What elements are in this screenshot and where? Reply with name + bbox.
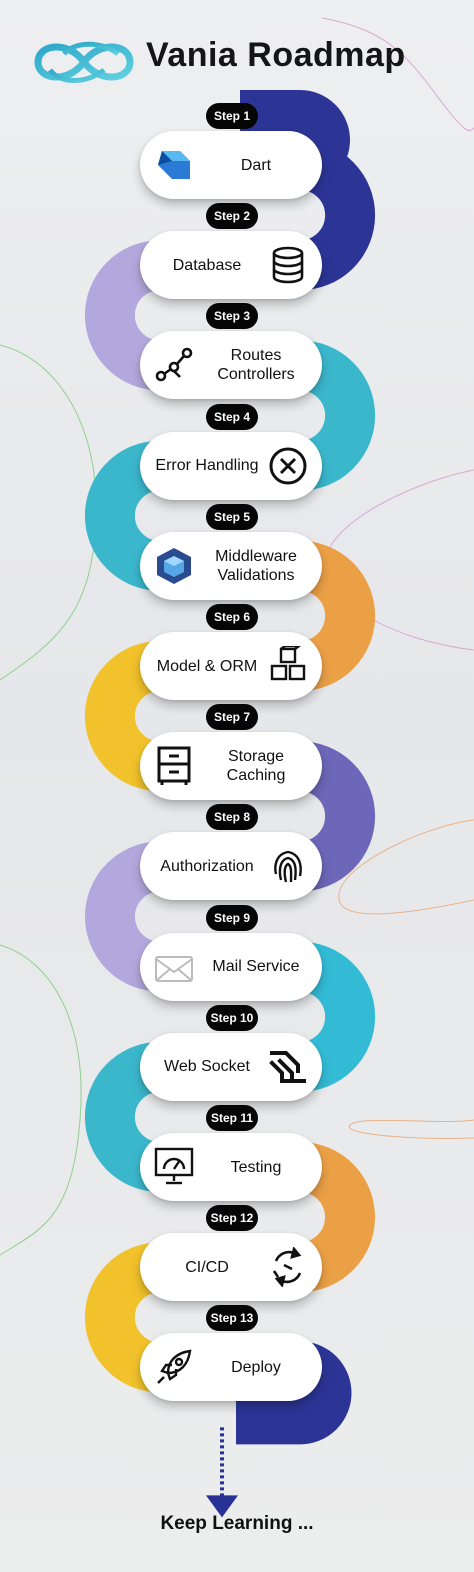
page-title: Vania Roadmap <box>146 36 406 74</box>
error-circle-x-icon <box>268 446 308 486</box>
step-card: Deploy <box>140 1333 322 1402</box>
middleware-cube-icon <box>154 546 194 586</box>
websocket-icon <box>268 1047 308 1087</box>
testing-monitor-icon <box>154 1147 194 1187</box>
step-card: Model & ORM <box>140 632 322 700</box>
routes-nodes-icon <box>154 345 194 385</box>
step-card: Web Socket <box>140 1032 322 1101</box>
step-label: Deploy <box>231 1358 281 1376</box>
mail-envelope-icon <box>154 947 194 987</box>
step-card: Testing <box>140 1133 322 1201</box>
rocket-icon <box>154 1347 194 1387</box>
step-label: Mail Service <box>212 958 300 976</box>
step-label: Dart <box>240 156 272 174</box>
step-label: Database <box>172 256 242 274</box>
storage-cabinet-icon <box>154 746 194 786</box>
keep-learning-text: Keep Learning ... <box>160 1513 314 1534</box>
step-badge: Step 10 <box>206 1004 258 1031</box>
step-card: Database <box>140 231 322 300</box>
step-badge: Step 13 <box>206 1305 258 1332</box>
step-card: Dart <box>140 131 322 199</box>
step-label: Web Socket <box>164 1058 250 1076</box>
step-badge: Step 9 <box>206 904 258 931</box>
step-badge: Step 4 <box>206 403 258 430</box>
step-badge: Step 7 <box>206 704 258 731</box>
step-card: Routes Controllers <box>140 331 322 400</box>
step-badge: Step 12 <box>206 1205 258 1232</box>
step-badge: Step 11 <box>206 1105 258 1131</box>
fingerprint-icon <box>268 846 308 886</box>
step-card: Middleware Validations <box>140 531 322 600</box>
step-badge: Step 5 <box>206 503 258 530</box>
cicd-arrows-icon <box>268 1246 308 1288</box>
step-badge: Step 2 <box>206 203 258 230</box>
step-card: Mail Service <box>140 932 322 1001</box>
dart-logo-icon <box>154 145 194 185</box>
arrow-down-icon <box>206 1427 238 1518</box>
step-label: Routes Controllers <box>217 347 295 384</box>
step-badge: Step 3 <box>206 303 258 330</box>
step-label: Middleware Validations <box>215 547 297 584</box>
step-label: Authorization <box>160 857 254 875</box>
header: Vania Roadmap <box>28 28 448 98</box>
step-label: Testing <box>230 1158 282 1176</box>
step-label: Error Handling <box>155 457 259 475</box>
step-badge: Step 6 <box>206 604 258 630</box>
step-badge: Step 8 <box>206 804 258 831</box>
step-card: Error Handling <box>140 431 322 500</box>
model-boxes-icon <box>268 644 308 686</box>
step-label: Model & ORM <box>156 657 258 675</box>
step-badge: Step 1 <box>206 103 258 129</box>
vania-logo-icon <box>34 41 134 84</box>
step-label: CI/CD <box>185 1258 229 1276</box>
database-icon <box>268 245 308 285</box>
step-card: Authorization <box>140 832 322 901</box>
step-card: CI/CD <box>140 1233 322 1302</box>
step-card: Storage Caching <box>140 732 322 801</box>
step-label: Storage Caching <box>226 748 286 785</box>
